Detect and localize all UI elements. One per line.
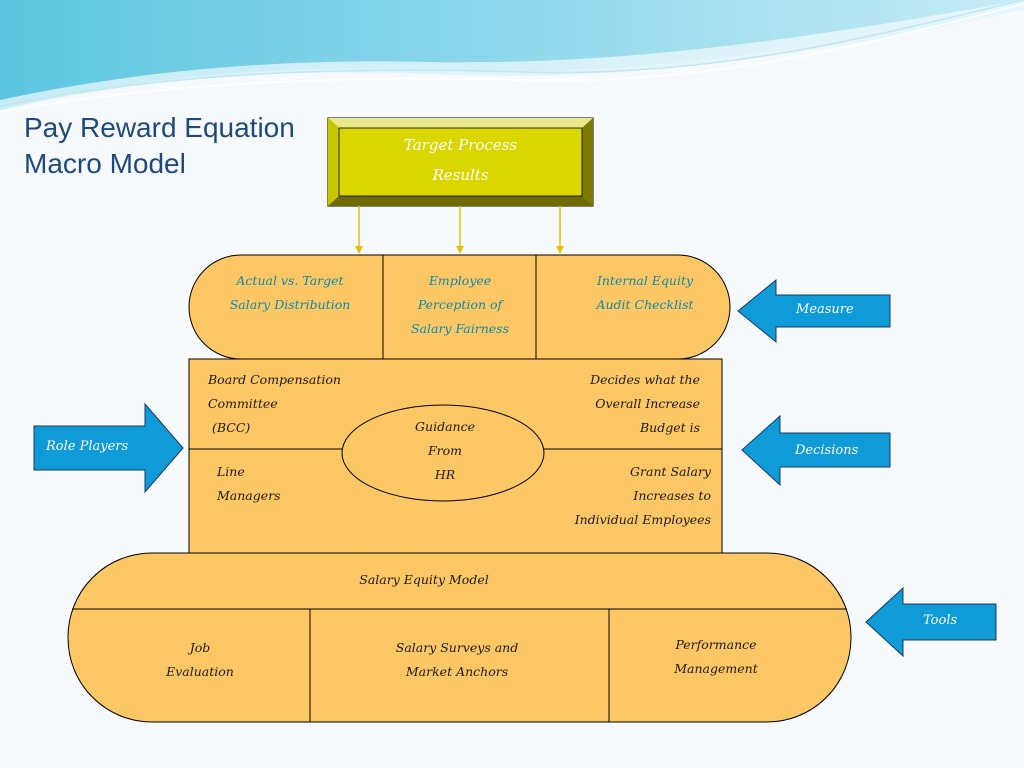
target-line-2: Results [432, 166, 489, 184]
measure-actual-vs-target: Actual vs. Target Salary Distribution [200, 269, 380, 317]
title-line-1: Pay Reward Equation [24, 112, 295, 143]
bcc-decision: Decides what the Overall Increase Budget… [540, 368, 700, 440]
managers-decision: Grant Salary Increases to Individual Emp… [540, 460, 711, 532]
managers-line-1: Line [217, 464, 245, 479]
managers-decision-line-2: Increases to [633, 488, 711, 503]
tools-capsule [67, 552, 852, 723]
bcc-line-1: Board Compensation [208, 372, 341, 387]
target-box [327, 117, 594, 207]
measure-internal-equity: Internal Equity Audit Checklist [555, 269, 735, 317]
title-line-2: Macro Model [24, 148, 186, 179]
measure-2-line-1: Employee [428, 273, 492, 288]
measure-arrow-label: Measure [796, 302, 854, 317]
tool-2-line-1: Salary Surveys and [395, 640, 519, 655]
line-managers-label: Line Managers [217, 460, 337, 508]
role-players-arrow-label: Role Players [46, 439, 129, 454]
bcc-decision-line-2: Overall Increase [595, 396, 700, 411]
tool-job-evaluation: Job Evaluation [120, 636, 280, 684]
bcc-line-3: (BCC) [212, 420, 251, 435]
managers-decision-line-1: Grant Salary [630, 464, 711, 479]
connector-arrows [355, 206, 564, 254]
guidance-line-3: HR [434, 467, 456, 482]
measure-1-line-1: Actual vs. Target [236, 273, 344, 288]
bcc-label: Board Compensation Committee (BCC) [208, 368, 368, 440]
tool-salary-surveys: Salary Surveys and Market Anchors [357, 636, 557, 684]
decisions-arrow-label: Decisions [795, 443, 859, 458]
tools-arrow [865, 586, 997, 658]
tools-arrow-label: Tools [923, 613, 958, 628]
tool-1-line-2: Evaluation [166, 664, 234, 679]
measure-3-line-2: Audit Checklist [596, 297, 694, 312]
roles-box [188, 358, 723, 555]
slide-title: Pay Reward Equation Macro Model [24, 110, 295, 182]
guidance-from-hr: Guidance From HR [385, 415, 505, 487]
measure-1-line-2: Salary Distribution [229, 297, 351, 312]
measure-3-line-1: Internal Equity [596, 273, 694, 288]
guidance-line-2: From [427, 443, 463, 458]
role-players-arrow [33, 402, 184, 494]
tool-performance-management: Performance Management [636, 633, 796, 681]
bcc-line-2: Committee [208, 396, 278, 411]
bcc-decision-line-3: Budget is [639, 420, 700, 435]
tool-1-line-1: Job [189, 640, 211, 655]
guidance-line-1: Guidance [415, 419, 475, 434]
bcc-decision-line-1: Decides what the [590, 372, 700, 387]
tool-3-line-1: Performance [675, 637, 757, 652]
managers-line-2: Managers [217, 488, 281, 503]
target-line-1: Target Process [403, 136, 518, 154]
managers-decision-line-3: Individual Employees [574, 512, 711, 527]
measure-2-line-3: Salary Fairness [410, 321, 509, 336]
tool-2-line-2: Market Anchors [405, 664, 509, 679]
measure-employee-perception: Employee Perception of Salary Fairness [385, 269, 535, 341]
tool-3-line-2: Management [674, 661, 758, 676]
decisions-arrow [741, 414, 891, 487]
measure-arrow [737, 278, 891, 344]
measure-2-line-2: Perception of [417, 297, 503, 312]
salary-equity-model-header: Salary Equity Model [359, 572, 489, 587]
target-label: Target Process Results [339, 130, 582, 190]
